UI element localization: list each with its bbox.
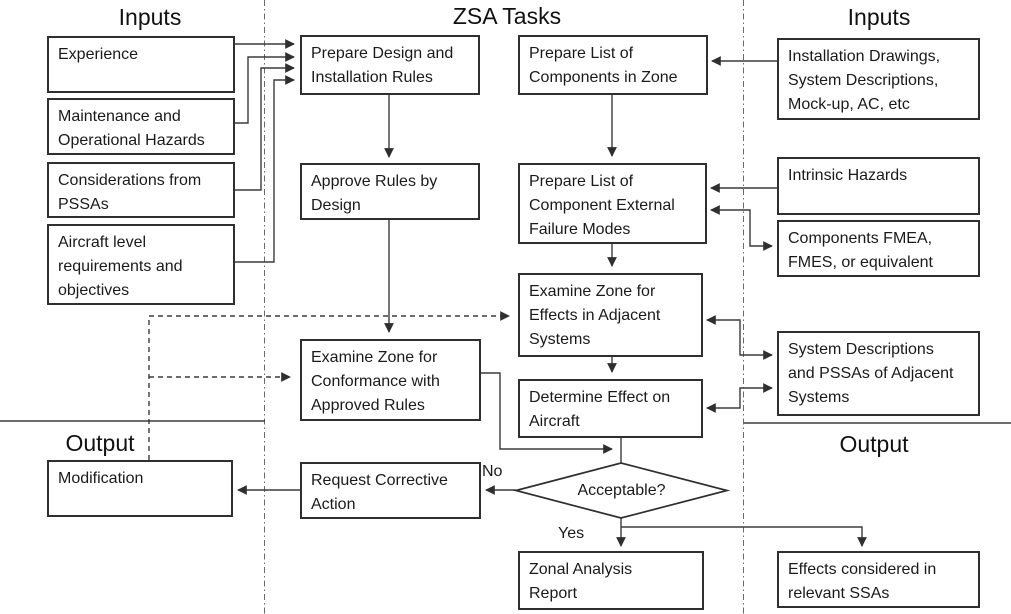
node-effects-considered-ssas: Effects considered in relevant SSAs — [777, 551, 980, 608]
node-aircraft-level-requirements: Aircraft level requirements and objectiv… — [47, 224, 235, 305]
node-determine-effect-aircraft: Determine Effect on Aircraft — [518, 379, 703, 438]
header-output-right: Output — [839, 431, 909, 457]
label-yes: Yes — [558, 525, 585, 542]
node-considerations-from-pssas: Considerations from PSSAs — [47, 162, 235, 218]
node-prepare-list-failure-modes: Prepare List of Component External Failu… — [518, 163, 707, 244]
node-prepare-design-installation-rules: Prepare Design and Installation Rules — [300, 35, 480, 95]
edge-examine-conformance-to-junction — [481, 372, 613, 454]
node-prepare-list-components: Prepare List of Components in Zone — [518, 35, 708, 95]
edge-modification-feedback-to-examine-effects — [148, 311, 510, 460]
node-intrinsic-hazards: Intrinsic Hazards — [777, 157, 980, 215]
node-zonal-analysis-report: Zonal Analysis Report — [518, 551, 704, 610]
header-zsa-tasks: ZSA Tasks — [452, 3, 562, 29]
node-installation-drawings: Installation Drawings, System Descriptio… — [777, 38, 980, 120]
node-approve-rules-by-design: Approve Rules by Design — [300, 163, 480, 220]
node-examine-zone-conformance: Examine Zone for Conformance with Approv… — [300, 339, 481, 421]
decision-acceptable: Acceptable? — [577, 481, 666, 499]
node-request-corrective-action: Request Corrective Action — [300, 462, 481, 519]
header-output-left: Output — [65, 430, 135, 456]
edge-failure-modes-fmea-bidirectional — [710, 205, 773, 251]
node-examine-zone-effects: Examine Zone for Effects in Adjacent Sys… — [518, 273, 703, 357]
node-modification: Modification — [47, 460, 233, 517]
node-system-descriptions-pssas: System Descriptions and PSSAs of Adjacen… — [777, 331, 980, 416]
edge-decision-yes-to-effects-considered — [621, 526, 867, 547]
header-inputs-right: Inputs — [847, 4, 911, 30]
header-inputs-left: Inputs — [118, 4, 182, 30]
node-maintenance-operational-hazards: Maintenance and Operational Hazards — [47, 98, 235, 155]
edge-examine-effects-system-descriptions-bidirectional — [706, 315, 773, 360]
edge-determine-effect-system-descriptions-bidirectional — [706, 383, 773, 413]
node-components-fmea: Components FMEA, FMES, or equivalent — [777, 220, 980, 277]
edge-aircraft-level-to-prepare-design — [235, 75, 295, 263]
decision-diamond-shape — [512, 462, 731, 519]
label-no: No — [482, 463, 503, 480]
edge-maintenance-to-prepare-design — [235, 52, 295, 124]
node-experience: Experience — [47, 36, 235, 93]
edge-considerations-to-prepare-design — [235, 63, 295, 191]
